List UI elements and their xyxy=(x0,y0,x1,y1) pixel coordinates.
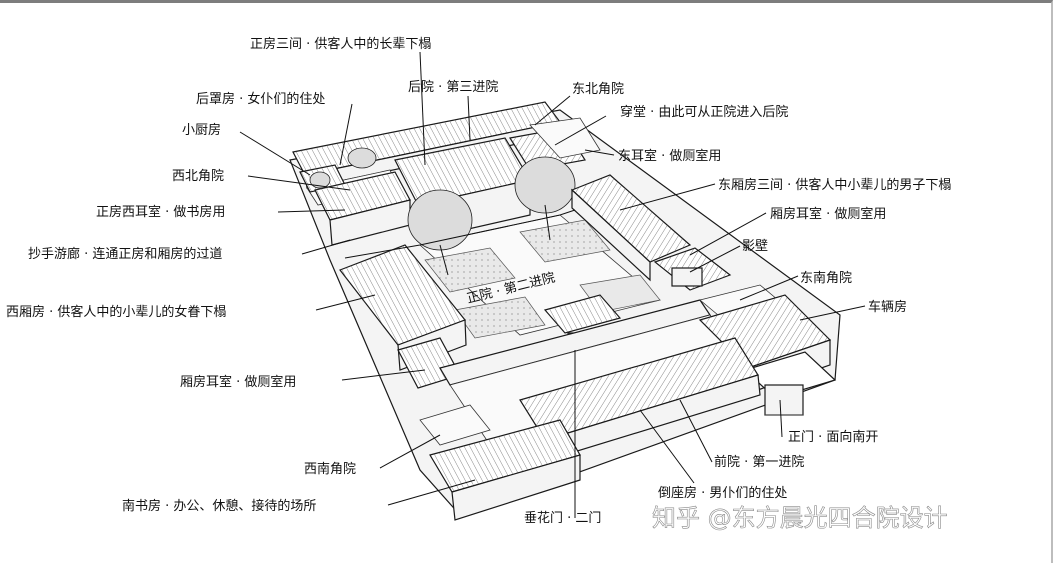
label-houzhaofang: 后罩房 · 女仆们的住处 xyxy=(196,91,325,107)
label-xiangfangershi-left: 厢房耳室 · 做厕室用 xyxy=(180,374,296,390)
xiershi-building xyxy=(314,171,411,246)
dongxiangfang-building xyxy=(570,174,692,282)
label-chaoshouyoulang: 抄手游廊 · 连通正房和厢房的过道 xyxy=(28,246,222,262)
label-xiaochufang: 小厨房 xyxy=(182,122,221,138)
label-nanshufang: 南书房 · 办公、休憩、接待的场所 xyxy=(122,498,316,514)
label-chuihuamen: 垂花门 · 二门 xyxy=(524,510,601,526)
label-qianyuan: 前院 · 第一进院 xyxy=(714,454,804,470)
yingbi-screen-wall xyxy=(671,267,703,287)
watermark: 知乎 @东方晨光四合院设计 xyxy=(652,504,948,532)
label-xixiangfang: 西厢房 · 供客人中的小辈儿的女眷下榻 xyxy=(6,304,226,320)
leader-lines xyxy=(239,51,866,518)
label-dongxiangfang: 东厢房三间 · 供客人中小辈儿的男子下榻 xyxy=(718,177,951,193)
tree-east xyxy=(514,156,576,241)
label-houyuan: 后院 · 第三进院 xyxy=(408,80,498,95)
label-dongershi: 东耳室 · 做厕室用 xyxy=(618,148,721,164)
label-xiangfangershi-right: 厢房耳室 · 做厕室用 xyxy=(770,206,886,222)
tree-west xyxy=(407,189,473,276)
label-dongbeijiaoyuan: 东北角院 xyxy=(572,82,624,97)
label-yingbi: 影壁 xyxy=(742,239,768,254)
nanshufang-building xyxy=(429,419,581,521)
label-zhengfangxiershi: 正房西耳室 · 做书房用 xyxy=(96,204,225,220)
daozuofang-building xyxy=(519,337,761,461)
xinan-yard xyxy=(419,404,491,446)
youlang-veranda xyxy=(344,209,576,259)
zhengmen-gate xyxy=(743,351,837,416)
dongbei-yard xyxy=(529,117,601,159)
label-dongnanjiaoyuan: 东南角院 xyxy=(800,270,852,286)
label-zhengfang: 正房三间 · 供客人中的长辈下榻 xyxy=(250,36,431,52)
label-daozuofang: 倒座房 · 男仆们的住处 xyxy=(658,485,787,501)
label-zhengmen: 正门 · 面向南开 xyxy=(788,429,878,445)
label-cheliangfang: 车辆房 xyxy=(868,299,907,315)
tree-rear xyxy=(309,147,377,189)
label-xibeijiaoyuan: 西北角院 xyxy=(172,169,224,184)
labels: 正房三间 · 供客人中的长辈下榻 后罩房 · 女仆们的住处 后院 · 第三进院 … xyxy=(6,36,951,532)
label-chuantang: 穿堂 · 由此可从正院进入后院 xyxy=(620,104,788,120)
label-xinanjiaoyuan: 西南角院 xyxy=(304,461,356,477)
